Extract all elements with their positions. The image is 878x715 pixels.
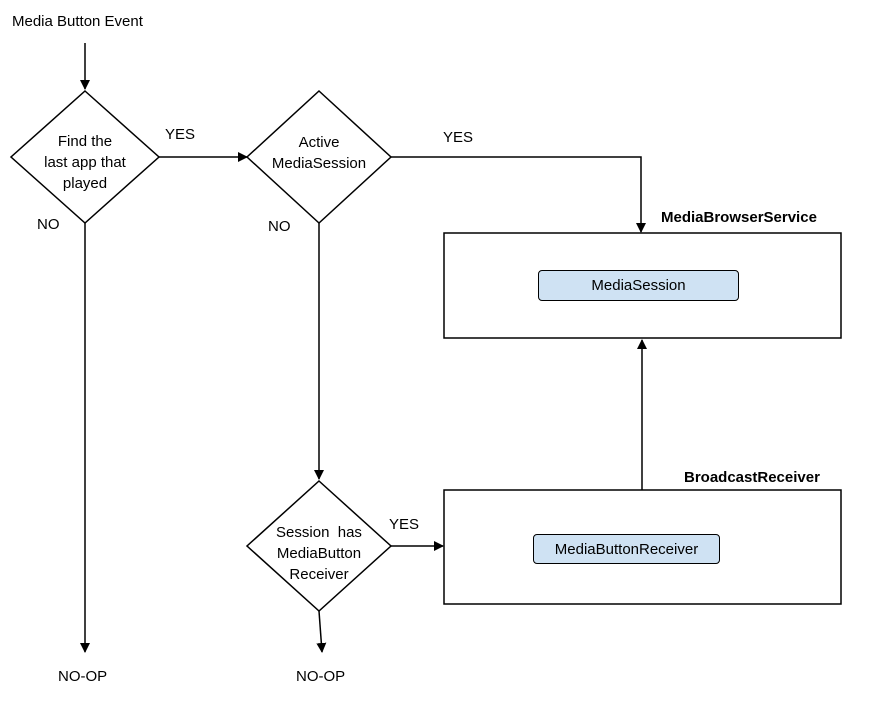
decision1-line1: Find the [57,133,113,150]
decision2-no-label: NO [268,218,291,235]
decision2-line2: MediaSession [271,155,367,172]
decision1-no-label: NO [37,216,60,233]
media-button-receiver-box: MediaButtonReceiver [533,534,720,564]
decision3-yes-label: YES [389,516,420,533]
decision1-line2: last app that [44,154,126,171]
media-session-box: MediaSession [538,270,739,301]
yes-arrow-to-media-browser-service [391,156,646,233]
media-browser-service-title: MediaBrowserService [661,209,817,226]
decision3-line1: Session has [276,524,362,541]
decision3-line3: Receiver [289,566,349,583]
start-label: Media Button Event [12,13,143,30]
noop-center-label: NO-OP [296,668,346,685]
decision-session-receiver-text: Session has MediaButton Receiver [259,522,379,585]
noop-left-label: NO-OP [58,668,108,685]
decision1-yes-label: YES [165,126,196,143]
arrow-to-noop-center [316,610,327,653]
decision2-line1: Active [298,134,340,151]
decision-active-session-text: Active MediaSession [259,132,379,174]
decision2-yes-label: YES [443,129,474,146]
decision-find-last-app-text: Find the last app that played [25,131,145,194]
broadcast-receiver-title: BroadcastReceiver [684,469,820,486]
decision1-line3: played [62,175,108,192]
decision3-line2: MediaButton [276,545,362,562]
